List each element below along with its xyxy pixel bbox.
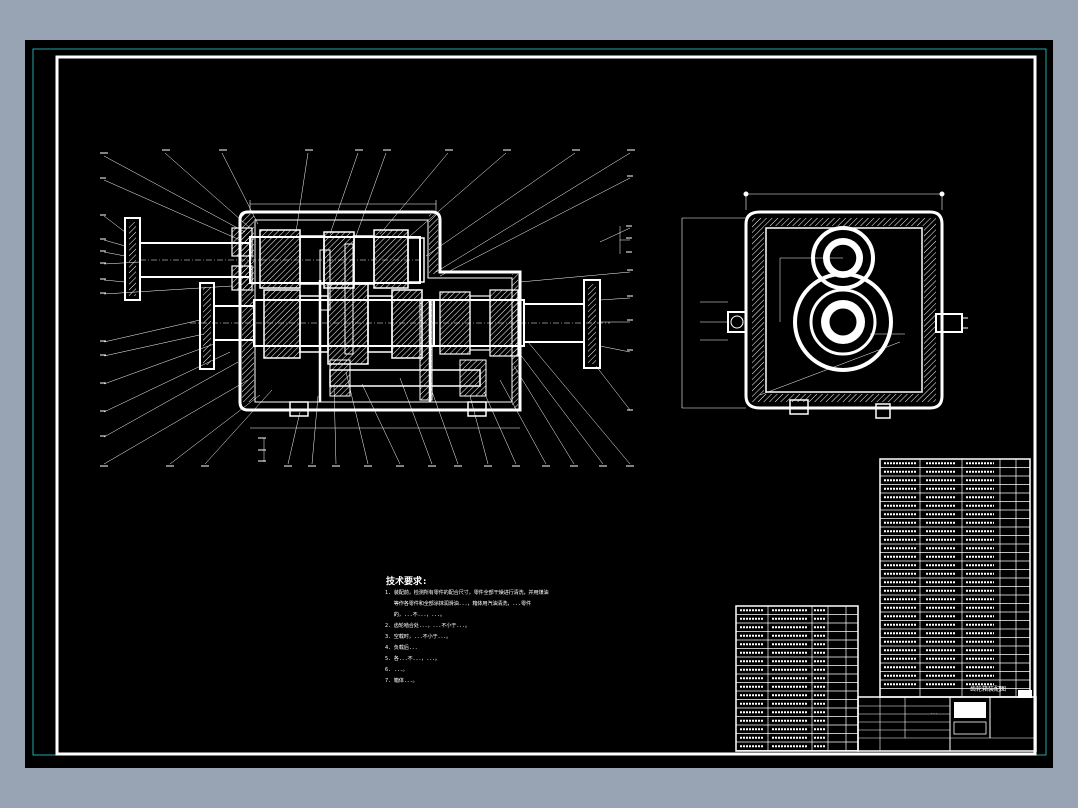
drawing-code: ... [930,711,939,716]
technical-requirement-line: 4. 负载后... [385,645,418,651]
technical-requirements-title: 技术要求: [386,577,428,587]
part-number-marks [100,149,635,467]
technical-requirement-line: 等作各零件和全部涂抹润滑油...，箱体用汽油清洗，...零件 [385,601,532,607]
parts-list-upper-rows [880,462,1030,689]
technical-requirement-line: 5. 各...不...，...。 [385,656,441,662]
technical-requirement-line: 1. 装配前，检测所有零件的配合尺寸，零件全部干燥进行清洗，并用煤油 [385,590,549,596]
sheet-border [32,48,1047,756]
parts-list-lower-rows [736,609,858,751]
technical-requirement-line: 7. 箱体...。 [385,678,418,684]
parts-list-lower [735,605,859,752]
technical-requirement-line: 的，...不...，...。 [385,612,446,618]
technical-requirement-line: 2. 齿轮啮合处...，...不小于...。 [385,623,470,629]
technical-requirement-line: 6. ...。 [385,667,408,673]
technical-requirement-line: 3. 空载时，...不小于...。 [385,634,452,640]
side-section-view [681,191,968,419]
title-block [857,690,1037,752]
front-section-view [124,200,610,429]
leader-lines [103,152,631,465]
parts-list-upper [879,458,1031,698]
drawing-title: 齿轮箱装配图 [970,686,1007,693]
